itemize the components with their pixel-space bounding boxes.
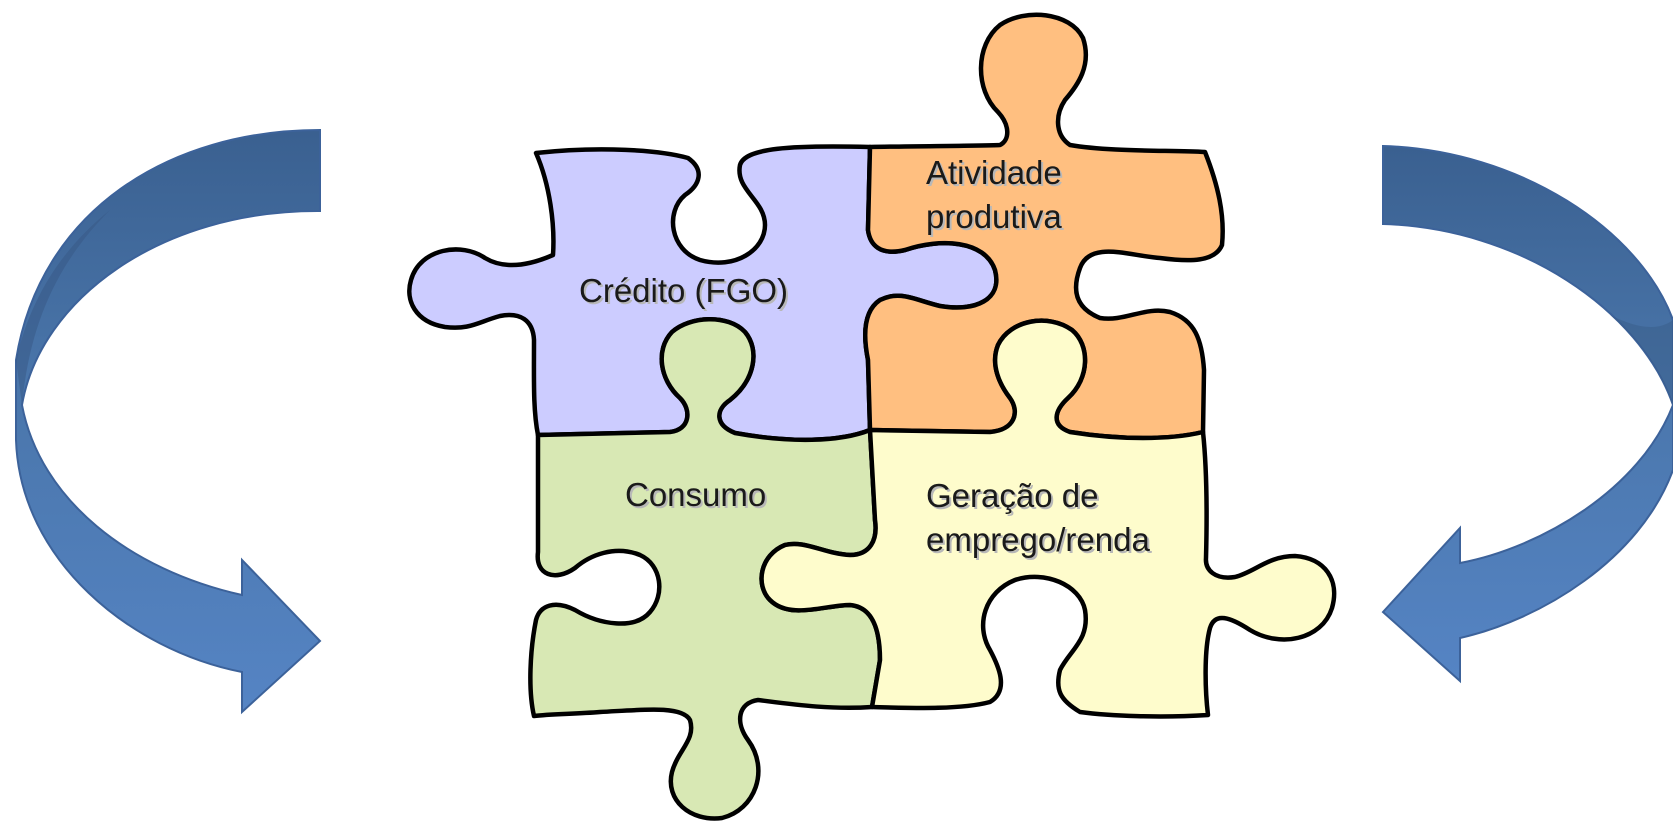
geracao-label-line1: Geração de [926,477,1098,514]
piece-labels: Crédito (FGO) Crédito (FGO) Atividade At… [579,154,1152,560]
atividade-label-line2: produtiva [926,198,1062,235]
credito-label-shadow: Crédito (FGO) [581,274,790,311]
piece-geracao [759,318,1337,719]
left-cycle-arrow [15,128,322,715]
geracao-label-line2-shadow: emprego/renda [928,523,1152,560]
geracao-label-line1-shadow: Geração de [928,479,1100,516]
right-arrow-body [1381,144,1673,684]
piece-atividade [863,12,1225,441]
left-arrow-fold [16,210,110,405]
puzzle [407,12,1337,821]
right-cycle-arrow [1381,144,1673,684]
atividade-label-line1-shadow: Atividade [928,156,1064,193]
piece-consumo [528,317,883,821]
atividade-label-line2-shadow: produtiva [928,200,1064,237]
left-arrow-body [15,128,322,715]
geracao-label-line2: emprego/renda [926,521,1150,558]
atividade-label-line1: Atividade [926,154,1062,191]
consumo-label-shadow: Consumo [627,478,768,515]
credito-label: Crédito (FGO) [579,272,788,309]
right-arrow-fold [1610,315,1673,405]
consumo-label: Consumo [625,476,766,513]
